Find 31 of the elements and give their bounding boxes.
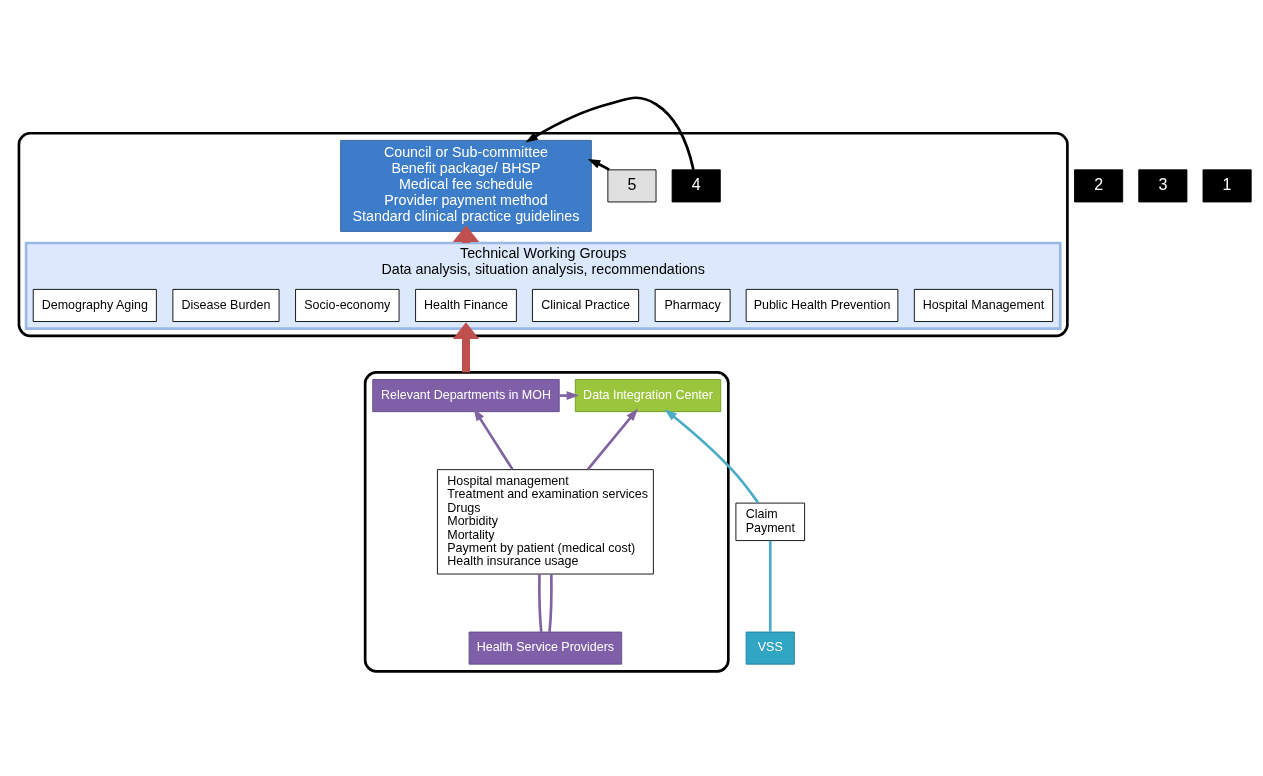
node-box: 2 — [1074, 169, 1124, 203]
arrow — [586, 408, 638, 471]
node-box: Pharmacy — [654, 288, 731, 322]
connector — [768, 540, 772, 632]
node-box: 3 — [1138, 169, 1188, 203]
node-box: Relevant Departments in MOH — [372, 379, 560, 413]
connector — [538, 574, 543, 633]
arrow — [452, 322, 480, 373]
node-box: Disease Burden — [172, 288, 280, 322]
node-box: Hospital management Treatment and examination services Drugs Morbidity Mortality Payment by patient (medical cost) Health insurance usage — [437, 469, 654, 575]
arrow — [664, 409, 760, 504]
node-box: Socio-economy — [295, 288, 400, 322]
arrow — [473, 408, 514, 471]
node-box: 5 — [607, 169, 657, 203]
node-box: Council or Sub-committee Benefit package/ BHSP Medical fee schedule Provider payment method Standard clinical practice guidelines — [340, 139, 592, 232]
node-box: Claim Payment — [735, 502, 806, 541]
node-box: Health Finance — [415, 288, 517, 322]
node-box: VSS — [745, 631, 795, 665]
node-box: 1 — [1202, 169, 1252, 203]
node-box: Data Integration Center — [574, 379, 722, 413]
node-box: Clinical Practice — [532, 288, 640, 322]
arrow — [559, 391, 580, 400]
arrow — [587, 159, 610, 171]
cluster — [363, 371, 730, 673]
node-box: Health Service Providers — [468, 631, 623, 665]
node-box: Hospital Management — [913, 288, 1054, 322]
arrow — [525, 96, 695, 170]
node-box: 4 — [671, 169, 721, 203]
connector — [548, 574, 553, 633]
node-box: Demography Aging — [32, 288, 157, 322]
node-box: Public Health Prevention — [745, 288, 899, 322]
